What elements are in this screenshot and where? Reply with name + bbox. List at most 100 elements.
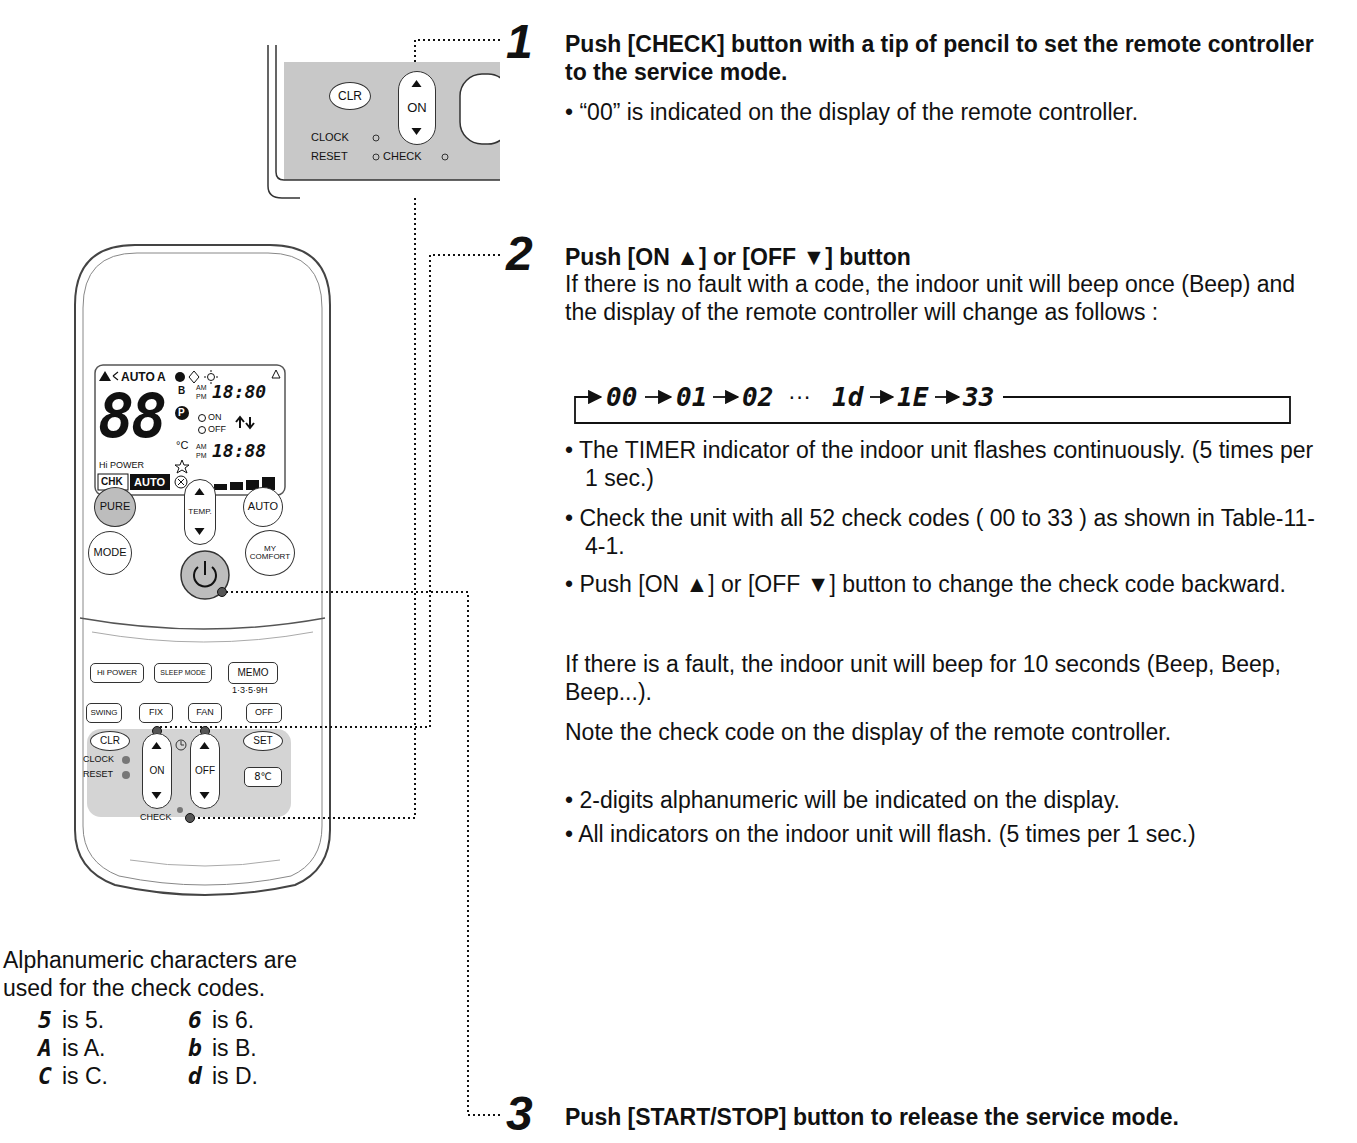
button-caption: 1·3·5·9H (232, 686, 268, 695)
display-indicator: P (178, 408, 185, 418)
display-indicator: CHK (101, 477, 123, 487)
bullet-note: • “00” is indicated on the display of th… (565, 98, 1325, 126)
button-caption: RESET (311, 151, 348, 162)
up-arrow (412, 80, 422, 87)
segment-glyph: 6 (188, 1006, 202, 1034)
check-code: 1d (832, 384, 863, 410)
button-text: CLR (100, 736, 120, 747)
step-number: 2 (506, 230, 533, 278)
check-code: 01 (676, 384, 707, 410)
button-caption: CHECK (383, 151, 422, 162)
instruction-heading: Push [ON ▲] or [OFF ▼] button (565, 243, 1335, 271)
remote-button: ON (142, 733, 172, 809)
button-text: MEMO (237, 668, 268, 679)
display-indicator: AUTO (134, 477, 165, 488)
remote-button: TEMP. (184, 479, 216, 545)
button-text: CLR (338, 90, 362, 103)
instruction-text: If there is no fault with a code, the in… (565, 270, 1325, 326)
glyph-meaning: is D. (212, 1062, 258, 1090)
button-text: ON (407, 101, 427, 115)
ellipsis: ··· (788, 382, 811, 410)
bullet-note: • All indicators on the indoor unit will… (565, 820, 1325, 848)
button-text: FIX (149, 708, 163, 717)
up-arrow (152, 742, 162, 749)
display-indicator: PM (196, 452, 207, 459)
remote-button: PURE (94, 487, 136, 527)
down-arrow (152, 792, 162, 799)
check-code: 02 (742, 384, 773, 410)
step-number: 3 (506, 1090, 533, 1138)
remote-button: MEMO (228, 662, 278, 684)
remote-button: SLEEP MODE (154, 663, 212, 683)
legend-note: Alphanumeric characters are used for the… (3, 946, 323, 1002)
segment-glyph: 5 (38, 1006, 52, 1034)
button-caption: CHECK (140, 813, 172, 822)
inset-button: ON (398, 71, 436, 145)
remote-button: OFF (246, 703, 282, 723)
button-text: OFF (255, 708, 273, 717)
down-arrow (412, 128, 422, 135)
display-indicator: PM (196, 393, 207, 400)
check-code: 1E (897, 384, 928, 410)
display-indicator: ON (208, 413, 222, 422)
glyph-meaning: is 5. (62, 1006, 104, 1034)
instruction-text: If there is a fault, the indoor unit wil… (565, 650, 1325, 706)
button-text: SET (253, 736, 272, 747)
display-time: 18:88 (212, 442, 266, 460)
inset-detail (268, 45, 500, 198)
button-caption: CLOCK (83, 755, 114, 764)
button-caption: RESET (83, 770, 113, 779)
remote-button: FAN (188, 703, 222, 723)
button-text: PURE (100, 501, 131, 513)
glyph-meaning: is C. (62, 1062, 108, 1090)
display-digits: 88 (98, 386, 164, 446)
bullet-note: • The TIMER indicator of the indoor unit… (565, 436, 1325, 492)
display-time: 18:80 (212, 383, 266, 401)
step-number: 1 (506, 18, 533, 66)
display-indicator: AM (196, 443, 207, 450)
remote-button: MODE (88, 531, 132, 575)
button-text: SLEEP MODE (160, 669, 205, 676)
button-text: 8℃ (254, 772, 272, 783)
bullet-note: • Push [ON ▲] or [OFF ▼] button to chang… (565, 570, 1325, 598)
button-text: MY COMFORT (246, 545, 294, 562)
display-indicator: B (178, 386, 185, 396)
up-arrow (200, 742, 210, 749)
remote-button: CLR (90, 731, 130, 751)
glyph-meaning: is 6. (212, 1006, 254, 1034)
remote-button: FIX (139, 703, 173, 723)
segment-glyph: b (188, 1034, 202, 1062)
bullet-note: • Check the unit with all 52 check codes… (565, 504, 1325, 560)
display-indicator: AM (196, 384, 207, 391)
button-text: MODE (94, 547, 127, 559)
glyph-meaning: is B. (212, 1034, 257, 1062)
segment-glyph: d (188, 1062, 202, 1090)
instruction-heading: Push [CHECK] button with a tip of pencil… (565, 30, 1335, 86)
remote-button: SET (243, 731, 283, 751)
display-indicator: °C (176, 440, 188, 451)
button-text: ON (150, 766, 165, 777)
display-indicator: A (157, 371, 166, 383)
remote-button: 8℃ (244, 767, 282, 787)
display-indicator: OFF (208, 425, 226, 434)
remote-button: AUTO (243, 487, 283, 527)
segment-glyph: C (38, 1062, 52, 1090)
bullet-note: • 2-digits alphanumeric will be indicate… (565, 786, 1325, 814)
down-arrow (195, 528, 205, 535)
remote-button: Hi POWER (90, 663, 144, 683)
display-indicator: Hi POWER (99, 461, 144, 470)
button-text: FAN (196, 708, 214, 717)
remote-button: OFF (190, 733, 220, 809)
instruction-text: Note the check code on the display of th… (565, 718, 1325, 746)
button-caption: CLOCK (311, 132, 349, 143)
remote-button: MY COMFORT (245, 530, 295, 576)
glyph-meaning: is A. (62, 1034, 105, 1062)
button-text: TEMP. (188, 508, 211, 516)
check-code: 33 (963, 384, 994, 410)
remote-button: SWING (86, 703, 122, 723)
display-indicator: AUTO (121, 371, 155, 383)
button-text: Hi POWER (97, 669, 137, 677)
instruction-heading: Push [START/STOP] button to release the … (565, 1103, 1335, 1131)
remote-body (75, 245, 330, 895)
down-arrow (200, 792, 210, 799)
